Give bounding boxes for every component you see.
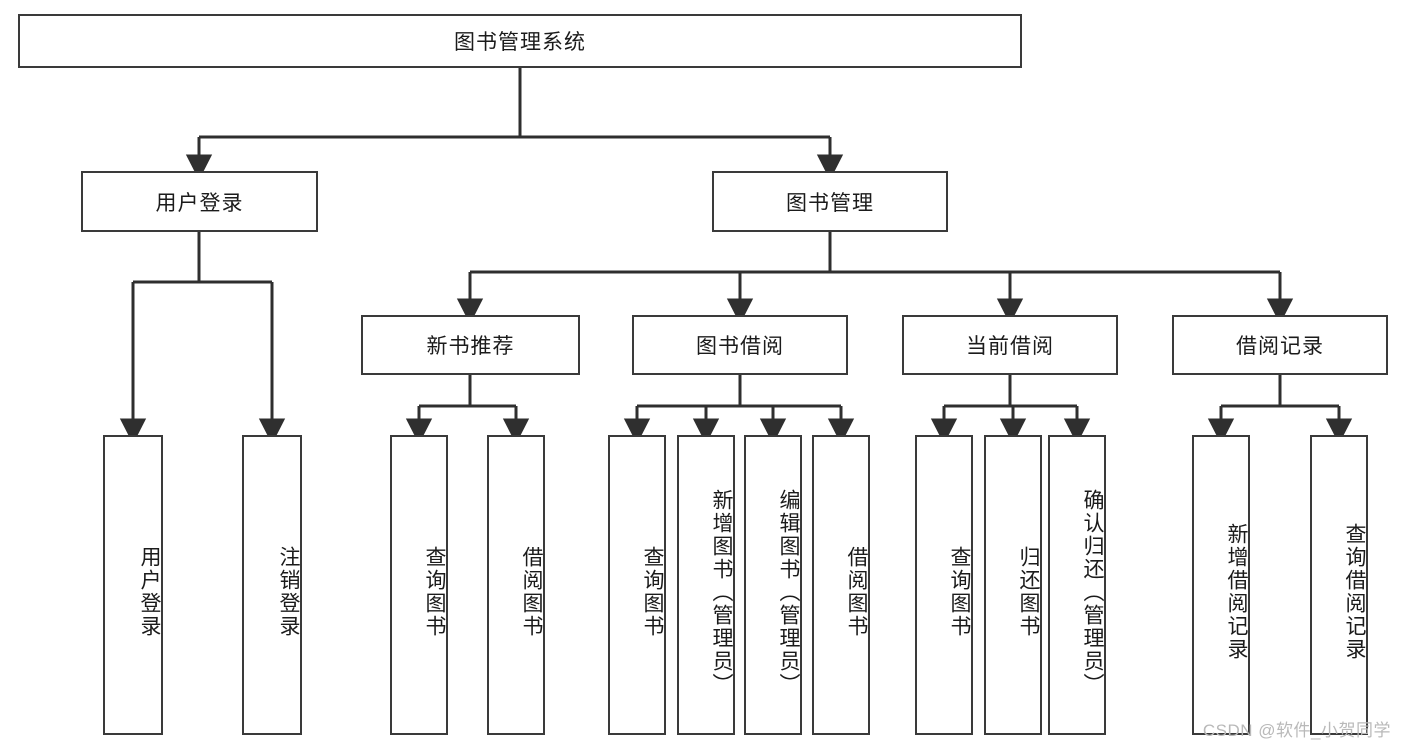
leaf-query-borrow-record[interactable]: 查询借阅记录 <box>1310 435 1368 735</box>
node-book-management-module[interactable]: 图书管理 <box>712 171 948 232</box>
node-current-borrow-label: 当前借阅 <box>966 335 1054 358</box>
leaf-confirm-return-admin[interactable]: 确认归还（管理员） <box>1048 435 1106 735</box>
node-new-book-recommend[interactable]: 新书推荐 <box>361 315 580 375</box>
leaf-borrow-book-label: 借阅图书 <box>845 546 868 638</box>
leaf-return-book-label: 归还图书 <box>1017 546 1040 638</box>
leaf-confirm-return-admin-label: 确认归还（管理员） <box>1081 488 1104 696</box>
leaf-query-book-recommend-label: 查询图书 <box>423 546 446 638</box>
leaf-edit-book-admin-label: 编辑图书（管理员） <box>777 488 800 696</box>
leaf-add-book-admin[interactable]: 新增图书（管理员） <box>677 435 735 735</box>
node-book-borrow[interactable]: 图书借阅 <box>632 315 848 375</box>
node-root-label: 图书管理系统 <box>454 31 586 54</box>
leaf-query-book-borrow-label: 查询图书 <box>641 546 664 638</box>
leaf-add-borrow-record[interactable]: 新增借阅记录 <box>1192 435 1250 735</box>
node-root[interactable]: 图书管理系统 <box>18 14 1022 68</box>
leaf-add-book-admin-label: 新增图书（管理员） <box>710 488 733 696</box>
leaf-query-book-recommend[interactable]: 查询图书 <box>390 435 448 735</box>
node-user-login-module-label: 用户登录 <box>155 191 244 215</box>
leaf-logout[interactable]: 注销登录 <box>242 435 302 735</box>
watermark-text: CSDN @软件_小贺同学 <box>1202 721 1391 740</box>
leaf-return-book[interactable]: 归还图书 <box>984 435 1042 735</box>
leaf-logout-label: 注销登录 <box>277 546 300 638</box>
leaf-edit-book-admin[interactable]: 编辑图书（管理员） <box>744 435 802 735</box>
leaf-query-book-current[interactable]: 查询图书 <box>915 435 973 735</box>
node-new-book-recommend-label: 新书推荐 <box>426 335 515 358</box>
leaf-query-borrow-record-label: 查询借阅记录 <box>1343 523 1366 661</box>
leaf-borrow-book[interactable]: 借阅图书 <box>812 435 870 735</box>
leaf-query-book-borrow[interactable]: 查询图书 <box>608 435 666 735</box>
node-borrow-record[interactable]: 借阅记录 <box>1172 315 1388 375</box>
node-book-borrow-label: 图书借阅 <box>696 335 784 358</box>
leaf-borrow-book-recommend[interactable]: 借阅图书 <box>487 435 545 735</box>
node-current-borrow[interactable]: 当前借阅 <box>902 315 1118 375</box>
node-user-login-module[interactable]: 用户登录 <box>81 171 318 232</box>
leaf-query-book-current-label: 查询图书 <box>948 546 971 638</box>
node-book-management-module-label: 图书管理 <box>786 191 874 215</box>
leaf-borrow-book-recommend-label: 借阅图书 <box>520 546 543 638</box>
leaf-user-login[interactable]: 用户登录 <box>103 435 163 735</box>
leaf-user-login-label: 用户登录 <box>138 546 161 638</box>
node-borrow-record-label: 借阅记录 <box>1236 335 1324 358</box>
leaf-add-borrow-record-label: 新增借阅记录 <box>1225 523 1248 661</box>
